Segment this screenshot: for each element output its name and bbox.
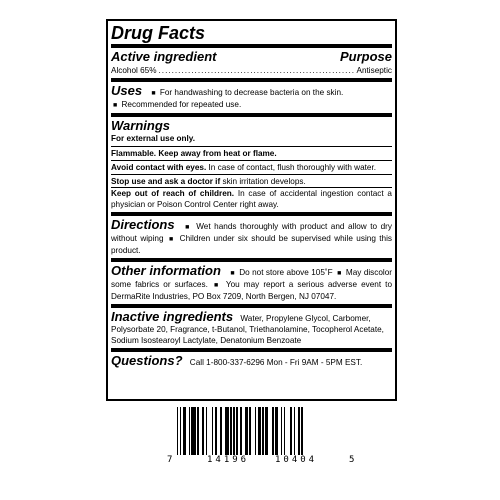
divider	[111, 146, 392, 147]
barcode-bar	[262, 407, 264, 455]
active-ingredient-name: Alcohol 65%	[111, 66, 157, 75]
drug-facts-panel: Drug Facts Active ingredient Purpose Alc…	[106, 19, 397, 401]
external-use-warning: For external use only.	[111, 134, 196, 143]
barcode-bar	[211, 407, 214, 455]
other-information-section: Other information ■ Do not store above 1…	[111, 263, 392, 302]
bullet-square-icon: ■	[151, 90, 156, 97]
inactive-ingredients-text: Water, Propylene Glycol, Carbomer, Polys…	[111, 314, 384, 345]
barcode-bar	[298, 407, 300, 455]
upc-barcode: 7 14196 10404 5	[167, 407, 355, 467]
divider	[111, 212, 392, 216]
barcode-bar	[182, 407, 186, 455]
barcode-bar	[283, 407, 286, 455]
barcode-bar	[201, 407, 205, 455]
barcode-right-group: 10404	[275, 455, 318, 465]
divider	[111, 113, 392, 117]
divider	[111, 348, 392, 352]
barcode-lead-digit: 7	[167, 455, 173, 465]
barcode-bar	[179, 407, 182, 455]
stop-use-warning: Stop use and ask a doctor if skin irrita…	[111, 176, 392, 187]
uses-item: Recommended for repeated use.	[121, 100, 242, 109]
inactive-ingredients-section: Inactive ingredients Water, Propylene Gl…	[111, 309, 392, 346]
divider	[111, 44, 392, 48]
barcode-bar	[224, 407, 229, 455]
divider	[111, 187, 392, 188]
barcode-bar	[240, 407, 242, 455]
barcode-bar	[177, 407, 179, 455]
inactive-ingredients-heading: Inactive ingredients	[111, 309, 234, 324]
barcode-bar	[257, 407, 261, 455]
barcode-check-digit: 5	[349, 455, 355, 465]
other-information-item: Do not store above 105˚F	[239, 268, 333, 277]
bullet-square-icon: ■	[213, 282, 220, 289]
active-ingredient-row: Alcohol 65% ............................…	[111, 65, 392, 76]
stop-use-bold: Stop use and ask a doctor if	[111, 177, 221, 186]
bullet-square-icon: ■	[185, 224, 191, 231]
bullet-square-icon: ■	[230, 270, 235, 277]
directions-item: Wet hands thoroughly with product and al…	[111, 222, 392, 243]
active-ingredient-purpose: Antiseptic	[356, 66, 393, 75]
barcode-left-group: 14196	[207, 455, 250, 465]
warnings-heading: Warnings	[111, 118, 170, 133]
directions-heading: Directions	[111, 217, 175, 232]
other-information-item: You may report a serious adverse event t…	[111, 280, 393, 301]
barcode-bar	[230, 407, 232, 455]
barcode-bar	[244, 407, 248, 455]
barcode-bar	[220, 407, 222, 455]
purpose-heading: Purpose	[339, 49, 392, 64]
divider	[111, 174, 392, 175]
divider	[111, 258, 392, 262]
barcode-bars	[177, 407, 347, 455]
questions-section: Questions? Call 1-800-337-6296 Mon - Fri…	[111, 353, 392, 368]
barcode-bar	[236, 407, 238, 455]
active-ingredient-heading: Active ingredient	[111, 49, 217, 64]
barcode-bar	[254, 407, 257, 455]
children-warning-text: In case of accidental ingestion contact …	[111, 189, 392, 209]
other-information-item: May discolor some fabrics or surfaces.	[111, 268, 393, 289]
barcode-bar	[275, 407, 278, 455]
drug-facts-title: Drug Facts	[111, 23, 206, 43]
flammable-warning: Flammable. Keep away from heat or flame.	[111, 149, 277, 158]
eyes-warning-bold: Avoid contact with eyes.	[111, 163, 207, 172]
barcode-bar	[233, 407, 235, 455]
eyes-warning-text: In case of contact, flush thoroughly wit…	[208, 163, 377, 172]
other-information-heading: Other information	[111, 263, 221, 278]
directions-item: Children under six should be supervised …	[111, 234, 392, 255]
barcode-bar	[272, 407, 274, 455]
barcode-bar	[289, 407, 293, 455]
barcode-bar	[293, 407, 296, 455]
barcode-bar	[214, 407, 218, 455]
barcode-bar	[264, 407, 268, 455]
bullet-square-icon: ■	[168, 236, 175, 243]
barcode-bar	[197, 407, 199, 455]
children-warning: Keep out of reach of children. In case o…	[111, 188, 392, 210]
stop-use-text: skin irritation develops.	[222, 177, 306, 186]
uses-item: For handwashing to decrease bacteria on …	[159, 88, 344, 97]
barcode-bar	[188, 407, 190, 455]
barcode-bar	[301, 407, 303, 455]
directions-section: Directions ■ Wet hands thoroughly with p…	[111, 217, 392, 256]
barcode-bar	[249, 407, 251, 455]
barcode-bar	[280, 407, 283, 455]
leader-dots: ........................................…	[158, 66, 355, 75]
uses-section: Uses ■ For handwashing to decrease bacte…	[111, 83, 392, 111]
bullet-square-icon: ■	[337, 270, 342, 277]
children-warning-bold: Keep out of reach of children.	[111, 189, 235, 198]
barcode-bar	[191, 407, 196, 455]
uses-heading: Uses	[111, 83, 143, 98]
questions-heading: Questions?	[111, 353, 183, 368]
divider	[111, 78, 392, 82]
divider	[111, 304, 392, 308]
divider	[111, 160, 392, 161]
barcode-bar	[205, 407, 208, 455]
eyes-warning: Avoid contact with eyes. In case of cont…	[111, 162, 392, 173]
bullet-square-icon: ■	[113, 102, 118, 109]
questions-text: Call 1-800-337-6296 Mon - Fri 9AM - 5PM …	[189, 358, 363, 367]
